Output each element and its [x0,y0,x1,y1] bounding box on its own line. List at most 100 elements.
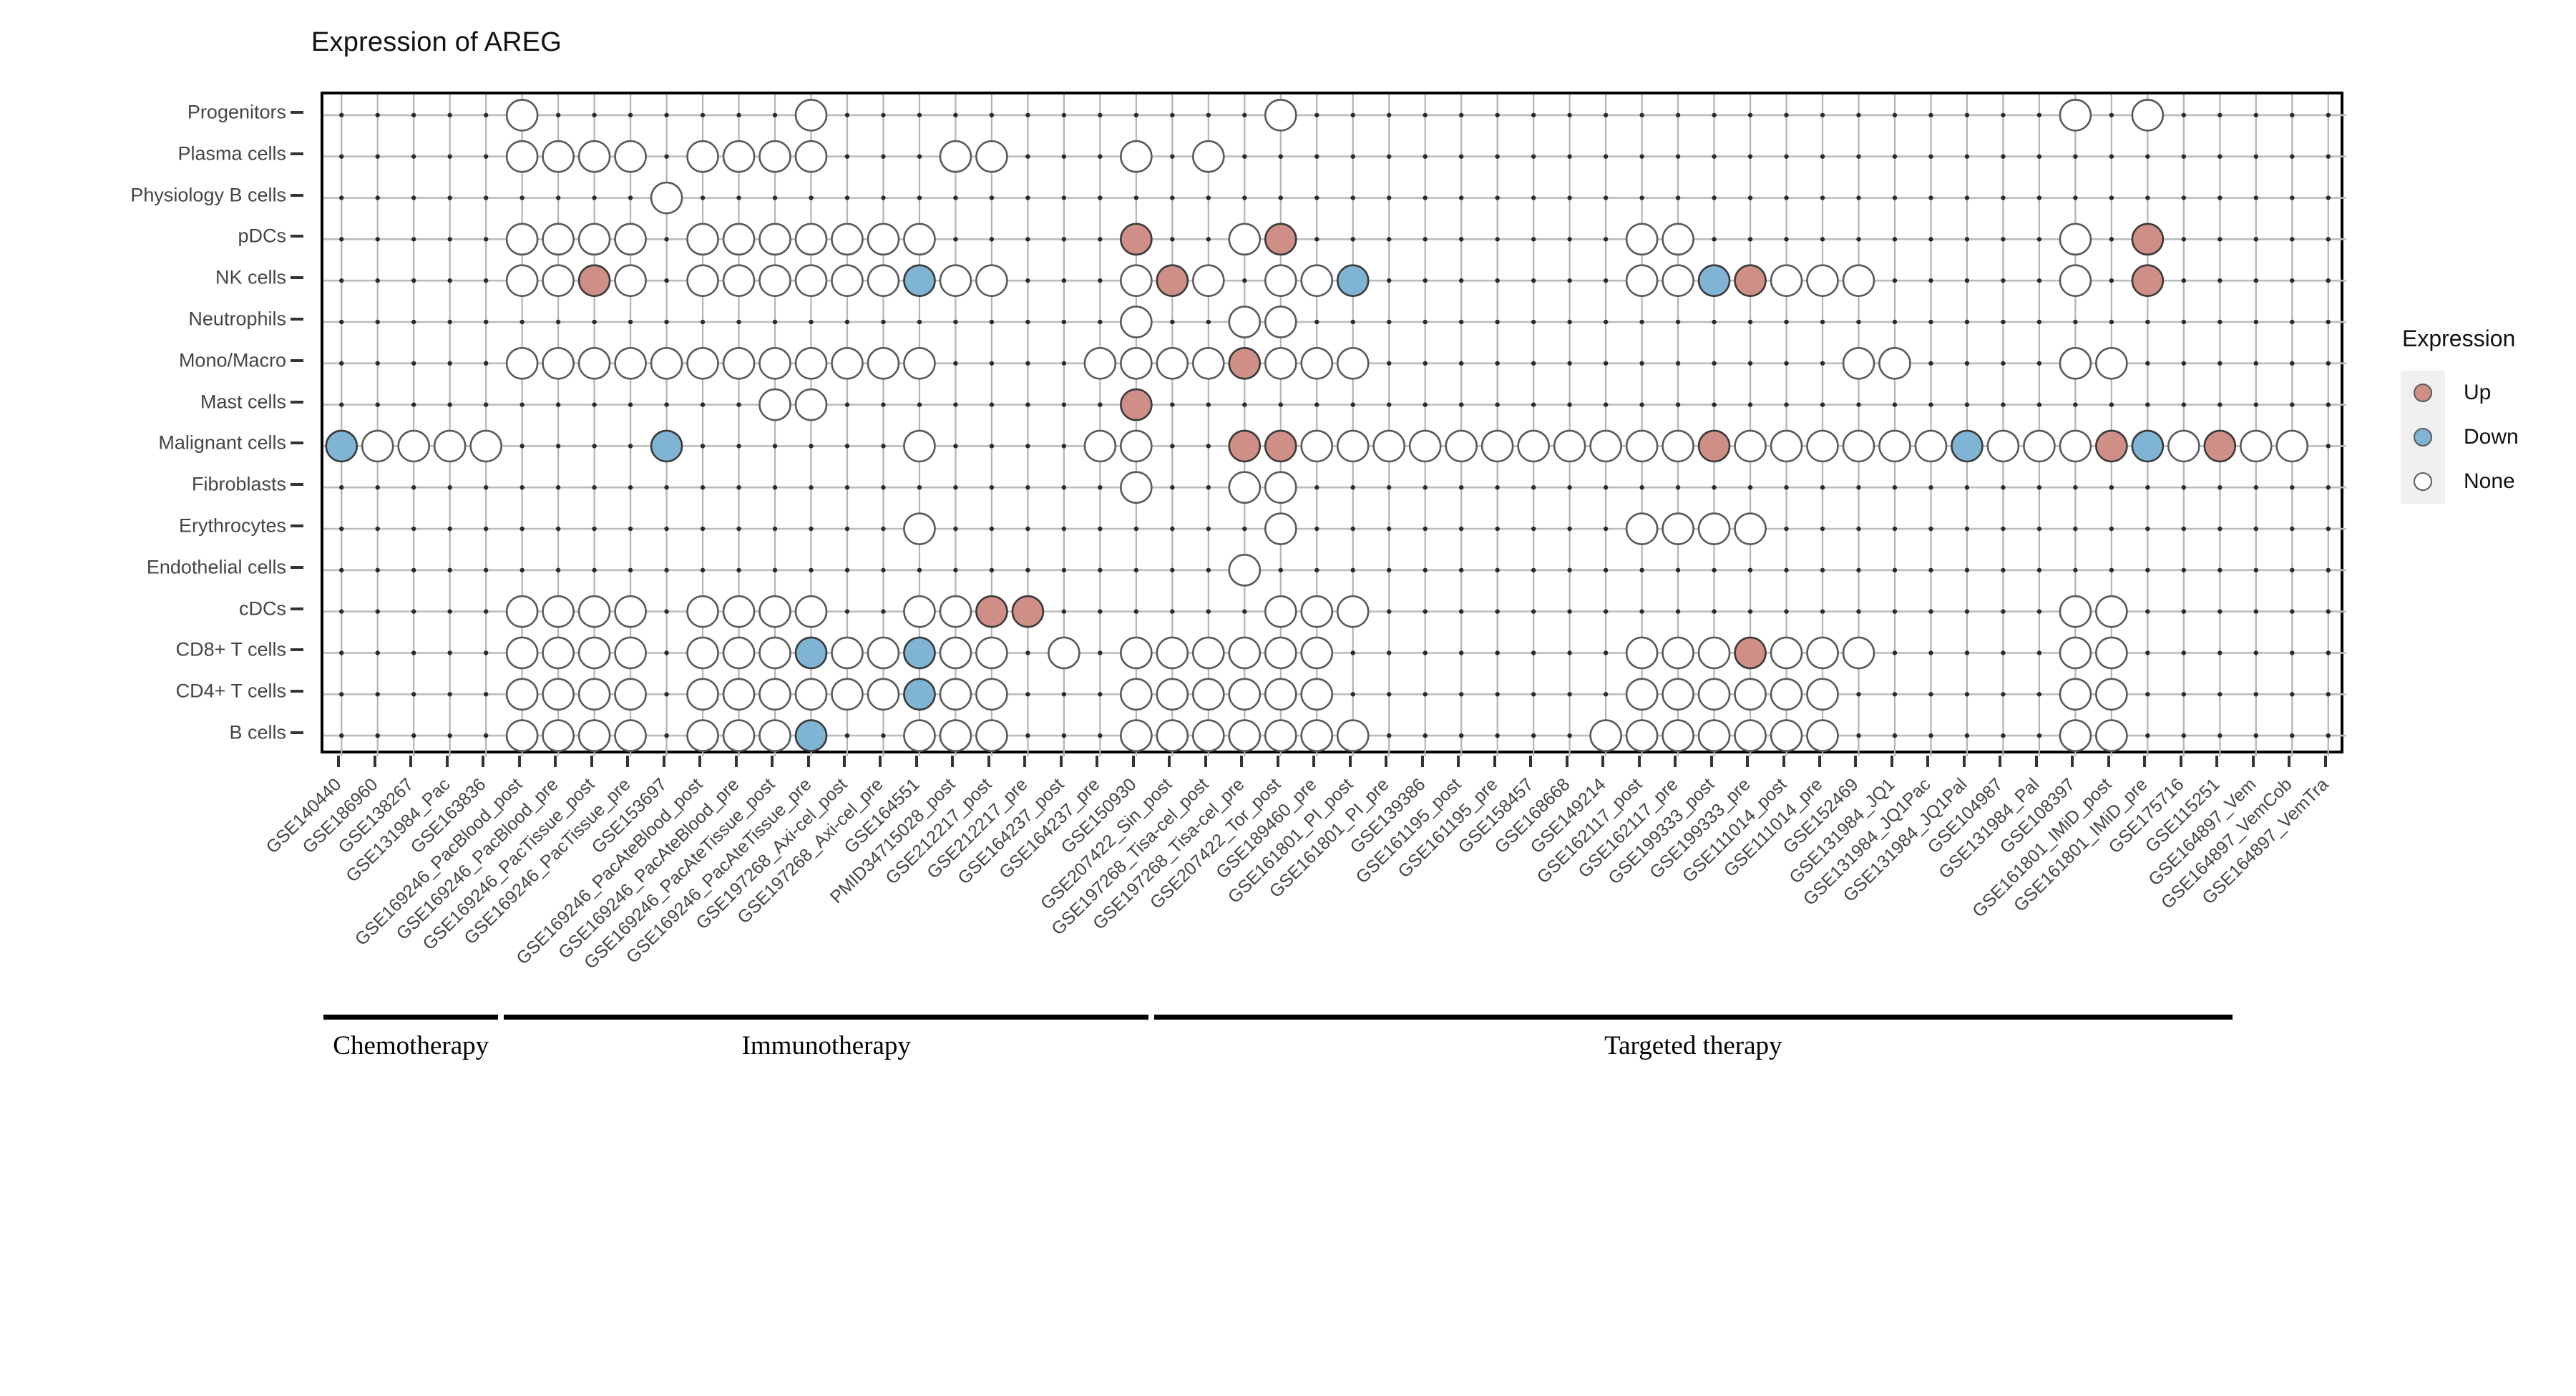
data-point [542,346,575,380]
x-axis-tick [337,756,341,767]
data-point [1770,719,1803,752]
x-axis-label: GSE138267 [334,774,418,858]
x-axis-tick [1420,756,1424,767]
data-point [2023,429,2056,463]
data-point [1192,636,1225,670]
legend-item[interactable]: Down [2401,415,2572,459]
data-point [1120,346,1153,380]
group-bracket [1154,1015,2233,1020]
data-point [939,719,972,752]
data-point [686,346,719,380]
data-point [577,678,611,711]
data-point [794,595,828,628]
x-axis-tick [1782,756,1785,767]
y-axis-tick [291,524,303,528]
data-point [1697,678,1731,711]
x-axis-tick [1312,756,1316,767]
group-bracket [504,1015,1149,1020]
y-axis-tick [291,235,303,238]
x-axis-tick [1890,756,1893,767]
data-point [1300,678,1334,711]
data-point [1228,223,1262,256]
y-axis-label: pDCs [238,225,286,247]
data-point [1264,678,1297,711]
x-axis-label: GSE169246_PacAteBlood_post [512,774,707,969]
y-axis-label: Mono/Macro [178,349,286,371]
data-point [1589,719,1622,752]
data-point [614,636,647,670]
data-point [1120,264,1153,297]
data-point [903,595,936,628]
y-axis-tick [291,358,303,362]
data-point [1336,595,1370,628]
x-axis-label: GSE199333_pre [1646,774,1755,883]
x-axis-label: GSE169246_PacTissue_post [419,774,599,955]
group-bracket [323,1015,499,1020]
x-axis-label: GSE212217_post [882,774,996,889]
x-axis-label: GSE169246_PacBlood_post [351,774,527,950]
x-axis-tick [698,756,702,767]
x-axis-label: GSE161801_PI_post [1224,774,1357,908]
data-point [505,719,539,752]
legend-item[interactable]: Up [2401,371,2572,415]
y-axis-tick [291,565,303,569]
data-point [758,264,791,297]
data-point [2059,636,2092,670]
data-point [722,719,756,752]
data-point [1662,264,1694,297]
data-point [505,223,539,256]
x-axis-label: GSE161195_pre [1394,774,1502,882]
data-point [577,346,611,380]
x-axis-label: GSE189460_pre [1212,774,1321,883]
x-axis-tick [1565,756,1568,767]
data-point [2203,429,2237,463]
x-axis-label: GSE153697 [587,774,671,858]
x-axis-label: GSE199333_post [1604,774,1719,889]
x-axis-label: GSE164897_VemCob [2157,774,2296,914]
data-point [1120,223,1153,256]
x-axis-tick [1096,756,1099,767]
data-point [505,140,539,173]
x-axis-label: GSE140440 [262,774,346,858]
data-point [794,719,828,752]
data-point [722,264,756,297]
x-axis-tick [879,756,882,767]
data-point [2095,595,2128,628]
data-point [614,140,647,173]
data-point [1264,471,1297,504]
data-point [794,636,828,670]
data-point [867,264,900,297]
data-point [2239,429,2273,463]
y-axis-tick [291,483,303,487]
data-point [505,678,539,711]
x-axis-tick [771,756,774,767]
x-axis-tick [1926,756,1930,767]
data-point [1734,429,1767,463]
legend-item[interactable]: None [2401,459,2572,504]
data-point [1300,719,1334,752]
data-point [542,223,575,256]
data-point [1480,429,1514,463]
data-point [2059,429,2092,463]
data-point [831,223,864,256]
data-point [686,264,719,297]
data-point [686,719,719,752]
data-point [1445,429,1478,463]
data-point [1770,636,1803,670]
x-axis-tick [734,756,738,767]
data-point [1806,719,1839,752]
data-point [722,346,756,380]
data-point [1264,264,1297,297]
data-point [1264,636,1297,670]
legend-dot-icon [2414,472,2432,491]
x-axis-label: GSE164237_pre [995,774,1104,883]
x-axis-label: GSE158457 [1454,774,1538,858]
x-axis-tick [373,756,376,767]
data-point [1264,719,1297,752]
legend-label: Up [2464,381,2492,404]
data-point [505,264,539,297]
data-point [1662,636,1694,670]
data-point [1734,678,1767,711]
data-point [939,140,972,173]
